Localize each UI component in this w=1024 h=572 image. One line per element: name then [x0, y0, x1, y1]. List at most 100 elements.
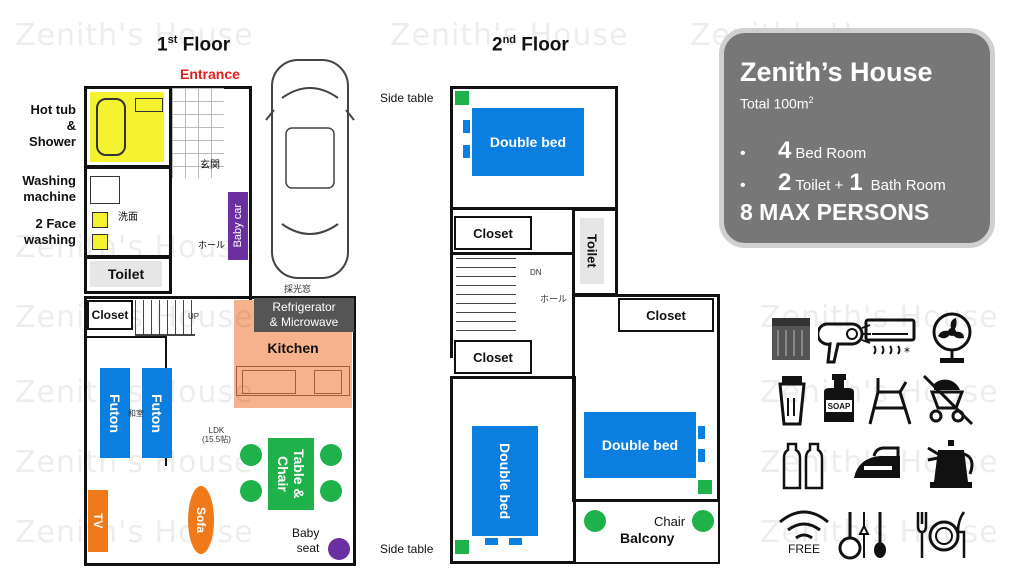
kitchen-counter [236, 366, 350, 396]
balcony [574, 500, 720, 564]
entrance-hall [170, 86, 252, 300]
house-title: Zenith’s House [740, 57, 933, 87]
electric-kettle-icon [927, 440, 974, 488]
double-bed-right: Double bed [584, 412, 696, 478]
wall [84, 296, 356, 299]
side-table-bottom-label: Side table [380, 542, 434, 556]
side-table-bottom [455, 540, 469, 554]
high-chair-icon [868, 378, 912, 425]
closet-2f-c: Closet [618, 298, 714, 332]
svg-text:*: * [904, 345, 910, 359]
wifi-icon [779, 510, 829, 540]
saikoukou-label: 採光窓 [284, 284, 312, 294]
baby-car-box: Baby car [228, 192, 248, 260]
senmen-label: 洗面 [118, 212, 138, 223]
max-persons: 8 MAX PERSONS [740, 199, 930, 225]
up-label: UP [188, 312, 200, 321]
watermark-text: Zenith's House [15, 300, 254, 335]
wall [84, 563, 356, 566]
air-conditioner-icon: * [864, 318, 916, 359]
balcony-chair-1 [584, 510, 606, 532]
tv: TV [88, 490, 108, 552]
chair-4 [320, 480, 342, 502]
hall-label: ホール [198, 240, 226, 250]
washitsu-label: 和室 [128, 409, 144, 418]
washing-machine [90, 176, 120, 204]
bedroom-left [450, 376, 576, 564]
pillow [697, 448, 706, 463]
wall [87, 336, 167, 338]
toilet-label-2f: Toilet [580, 218, 604, 284]
balcony-label: Balcony [620, 530, 675, 546]
baby-seat [328, 538, 350, 560]
sink-1 [92, 212, 108, 228]
wall [450, 252, 574, 255]
staircase-2f [456, 258, 516, 336]
closet-2f-b: Closet [454, 340, 532, 374]
info-box: Zenith’s House Total 100m2 • 4 Bed Room … [719, 28, 995, 248]
chair-label: Chair [654, 514, 686, 529]
entrance-tiles [172, 88, 224, 178]
toilet-label-1f: Toilet [90, 261, 162, 287]
side-table-right [698, 480, 712, 494]
double-bed-top: Double bed [472, 108, 584, 176]
closet-1f: Closet [87, 300, 133, 330]
chair-1 [240, 444, 262, 466]
kitchen-stove [314, 370, 342, 394]
double-bed-left: Double bed [472, 426, 538, 536]
washing-machine-label: Washing machine [22, 173, 76, 204]
staircase-1f [135, 300, 195, 336]
wifi-free-label: FREE [787, 542, 820, 556]
car-drawing [265, 59, 355, 279]
chair-3 [320, 444, 342, 466]
hot-tub-label: Hot tub & Shower [29, 102, 76, 149]
pillow [462, 119, 471, 134]
entrance-label: Entrance [180, 66, 240, 82]
no-stroller-icon [922, 374, 974, 426]
closet-2f-a: Closet [454, 216, 532, 250]
sink-2 [92, 234, 108, 250]
baby-seat-label: Baby seat [292, 526, 320, 555]
floor1-title: 1st Floor [157, 34, 231, 56]
futon-1: Futon [100, 368, 130, 458]
two-face-washing-label: 2 Face washing [23, 216, 76, 247]
shower-shelf [135, 98, 163, 112]
watermark-text: Zenith's House [15, 18, 254, 53]
chair-2 [240, 480, 262, 502]
side-table-top [455, 91, 469, 105]
watermark-text: Zenith's House [390, 18, 629, 53]
ldk-label: LDK (15.5帖) [202, 426, 231, 444]
genkan-label: 玄関 [200, 160, 220, 171]
pillow [462, 144, 471, 159]
pillow [508, 537, 523, 546]
tableware-icon [916, 511, 966, 558]
total-area: Total 100m2 [740, 95, 814, 112]
soap-bottle-icon [824, 374, 854, 422]
bedroom-top [450, 86, 618, 210]
clothes-iron-icon [854, 446, 900, 478]
bedroom-row: • 4 Bed Room [740, 137, 867, 164]
shampoo-bottles-icon [782, 442, 824, 490]
bathtub [96, 98, 126, 156]
toilet-room-1f [84, 256, 172, 294]
balcony-chair-2 [692, 510, 714, 532]
wall [450, 208, 453, 358]
watermark-text: Zenith's House [15, 515, 254, 550]
soap-label: SOAP [827, 402, 851, 411]
sofa: Sofa [188, 486, 214, 554]
toilet-bath-row: • 2 Toilet + 1 Bath Room [740, 169, 946, 196]
watermark-text: Zenith's House [15, 445, 254, 480]
pillow [484, 537, 499, 546]
towel-icon [772, 318, 810, 360]
dining-table: Table & Chair [268, 438, 314, 510]
futon-2: Futon [142, 368, 172, 458]
cookware-icon [838, 512, 886, 560]
dn-label: DN [530, 268, 542, 277]
side-table-top-label: Side table [380, 91, 434, 105]
refrigerator-label: Refrigerator & Microwave [254, 298, 354, 332]
watermark-text: Zenith's House [15, 375, 254, 410]
kitchen-label: Kitchen [267, 340, 319, 356]
hall-2f-label: ホール [540, 294, 568, 304]
floor2-title: 2nd Floor [492, 34, 569, 56]
wall [353, 296, 356, 566]
